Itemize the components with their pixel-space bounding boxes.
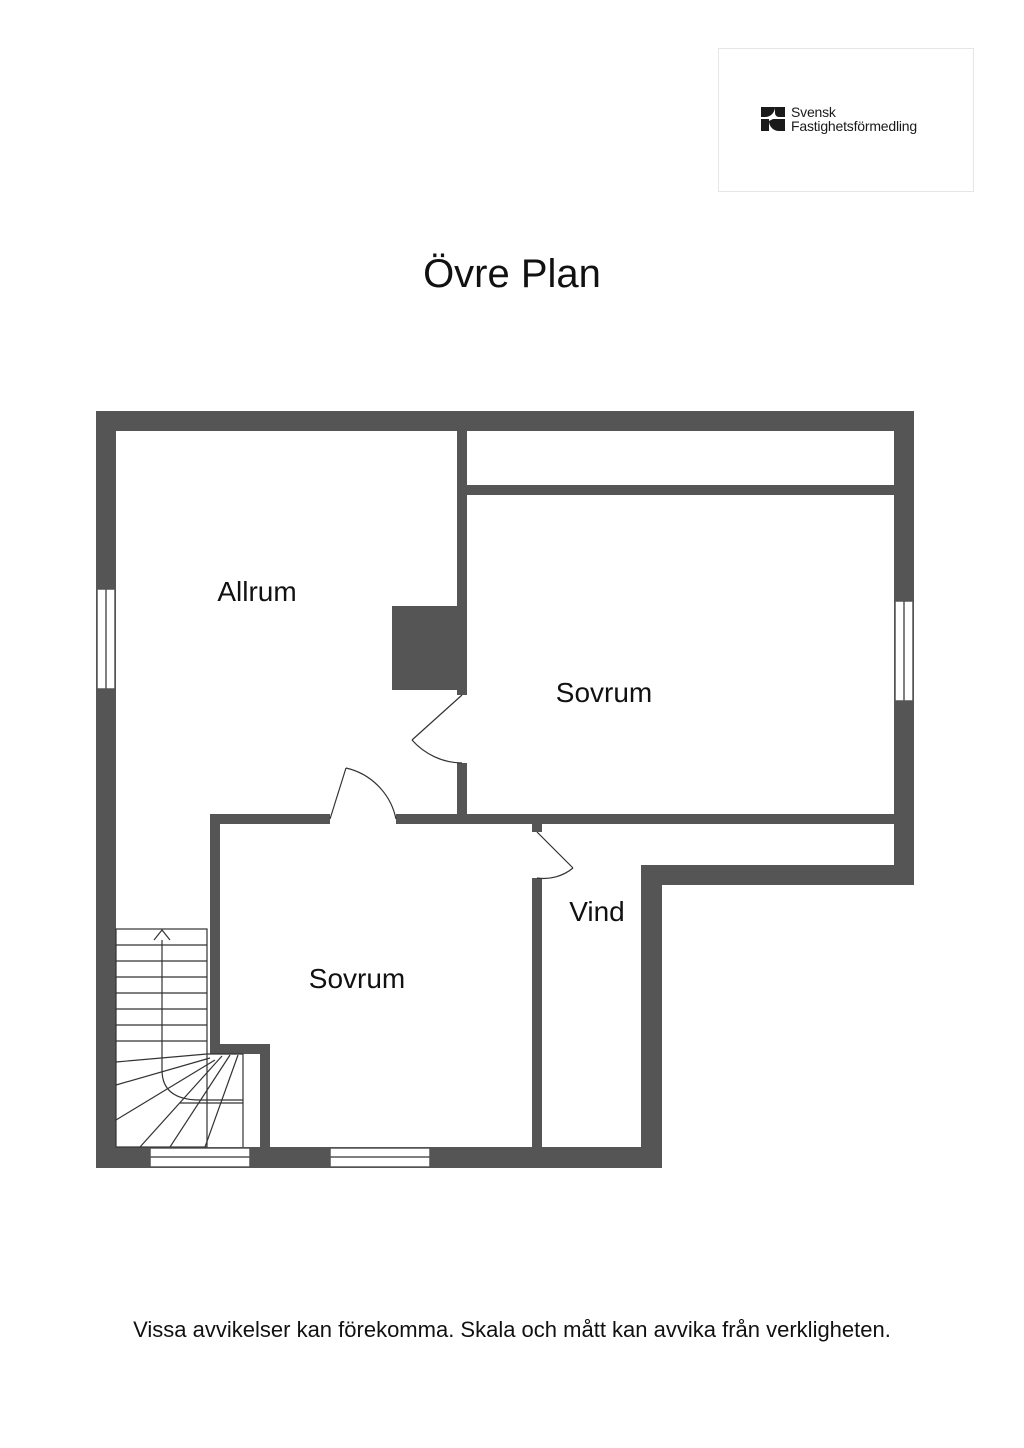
wall-step-side bbox=[641, 865, 662, 1168]
room-label-allrum: Allrum bbox=[217, 576, 296, 607]
wall-allrum-east-lower bbox=[457, 763, 467, 823]
logo-line-1: Svensk bbox=[791, 104, 836, 120]
wall-vind-stub bbox=[532, 822, 542, 832]
agency-logo-text: Svensk Fastighetsförmedling bbox=[791, 105, 917, 133]
wall-allrum-east-upper bbox=[457, 431, 467, 695]
door-sovrum-right bbox=[411, 694, 463, 764]
agency-logo-box: Svensk Fastighetsförmedling bbox=[718, 48, 974, 192]
wall-vind-top bbox=[532, 814, 894, 824]
windows bbox=[96, 588, 914, 1168]
wall-vind-west bbox=[532, 878, 542, 1152]
wall-step-top bbox=[641, 865, 914, 885]
doors bbox=[329, 694, 574, 880]
door-sovrum-bottom bbox=[329, 767, 397, 820]
door-vind bbox=[536, 831, 574, 880]
wall-sovrum-top-right bbox=[396, 814, 536, 824]
staircase bbox=[115, 928, 244, 1148]
disclaimer: Vissa avvikelser kan förekomma. Skala oc… bbox=[133, 1317, 891, 1342]
logo-line-2: Fastighetsförmedling bbox=[791, 118, 917, 134]
wall-sovrum-west bbox=[210, 814, 220, 1054]
sf-logo-mark-icon bbox=[761, 107, 785, 131]
wall-stair-side bbox=[260, 1044, 270, 1154]
chimney bbox=[392, 606, 457, 690]
room-label-sovrum-right: Sovrum bbox=[556, 677, 652, 708]
wall-closet bbox=[457, 485, 894, 495]
wall-sovrum-top-left bbox=[210, 814, 330, 824]
room-label-vind: Vind bbox=[569, 896, 625, 927]
floor-title: Övre Plan bbox=[423, 252, 601, 296]
wall-stair-notch bbox=[210, 1044, 270, 1054]
wall-top bbox=[96, 411, 914, 431]
wall-left bbox=[96, 411, 116, 1168]
room-label-sovrum-bottom: Sovrum bbox=[309, 963, 405, 994]
